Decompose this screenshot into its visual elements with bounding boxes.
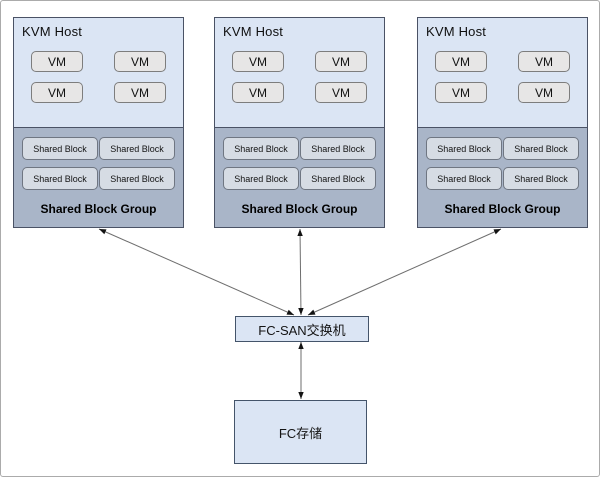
- shared-block-group: Shared Block Shared Block Shared Block S…: [215, 127, 384, 227]
- arrow-host1-switch: [98, 228, 295, 316]
- arrow-host2-switch: [297, 228, 304, 316]
- arrow-host3-switch: [307, 228, 502, 316]
- shared-block-box: Shared Block: [223, 167, 299, 190]
- shared-block-box: Shared Block: [426, 167, 502, 190]
- vm-grid: VM VM VM VM: [215, 39, 384, 103]
- vm-box: VM: [114, 82, 166, 103]
- fc-san-switch-node: FC-SAN交换机: [235, 316, 369, 342]
- shared-block-group: Shared Block Shared Block Shared Block S…: [418, 127, 587, 227]
- vm-box: VM: [518, 82, 570, 103]
- shared-block-box: Shared Block: [22, 167, 98, 190]
- shared-block-box: Shared Block: [300, 137, 376, 160]
- kvm-host-title: KVM Host: [223, 24, 284, 39]
- shared-block-box: Shared Block: [22, 137, 98, 160]
- shared-block-box: Shared Block: [426, 137, 502, 160]
- shared-block-box: Shared Block: [99, 137, 175, 160]
- vm-box: VM: [232, 51, 284, 72]
- vm-box: VM: [435, 51, 487, 72]
- vm-area: KVM Host VM VM VM VM: [215, 18, 384, 127]
- shared-block-box: Shared Block: [300, 167, 376, 190]
- vm-box: VM: [31, 51, 83, 72]
- shared-block-box: Shared Block: [503, 137, 579, 160]
- fc-storage-node: FC存储: [234, 400, 367, 464]
- vm-box: VM: [518, 51, 570, 72]
- vm-grid: VM VM VM VM: [14, 39, 183, 103]
- vm-box: VM: [31, 82, 83, 103]
- kvm-host-2: KVM Host VM VM VM VM Shared Block Shared…: [214, 17, 385, 228]
- shared-block-box: Shared Block: [99, 167, 175, 190]
- vm-box: VM: [114, 51, 166, 72]
- shared-block-group-label: Shared Block Group: [241, 201, 358, 216]
- vm-area: KVM Host VM VM VM VM: [14, 18, 183, 127]
- kvm-host-3: KVM Host VM VM VM VM Shared Block Shared…: [417, 17, 588, 228]
- kvm-host-title: KVM Host: [22, 24, 83, 39]
- shared-block-grid: Shared Block Shared Block Shared Block S…: [215, 128, 384, 190]
- vm-box: VM: [232, 82, 284, 103]
- vm-area: KVM Host VM VM VM VM: [418, 18, 587, 127]
- shared-block-box: Shared Block: [223, 137, 299, 160]
- vm-grid: VM VM VM VM: [418, 39, 587, 103]
- vm-box: VM: [315, 51, 367, 72]
- kvm-host-title: KVM Host: [426, 24, 487, 39]
- shared-block-grid: Shared Block Shared Block Shared Block S…: [418, 128, 587, 190]
- kvm-host-1: KVM Host VM VM VM VM Shared Block Shared…: [13, 17, 184, 228]
- vm-box: VM: [315, 82, 367, 103]
- shared-block-box: Shared Block: [503, 167, 579, 190]
- shared-block-group-label: Shared Block Group: [40, 201, 157, 216]
- vm-box: VM: [435, 82, 487, 103]
- shared-block-group: Shared Block Shared Block Shared Block S…: [14, 127, 183, 227]
- shared-block-group-label: Shared Block Group: [444, 201, 561, 216]
- shared-block-grid: Shared Block Shared Block Shared Block S…: [14, 128, 183, 190]
